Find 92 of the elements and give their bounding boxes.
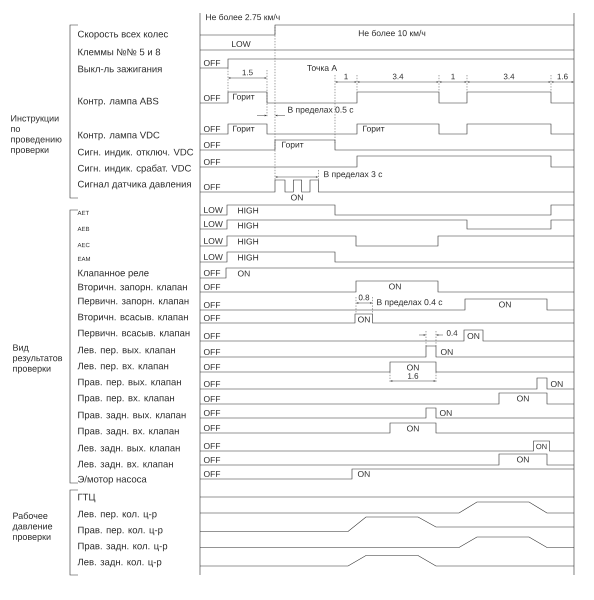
state-label: OFF (204, 410, 220, 416)
state-label: ON (517, 456, 529, 462)
state-label: ON (550, 381, 563, 387)
state-label: OFF (204, 284, 220, 290)
annotation-text: В пределах 0.5 с (288, 106, 354, 114)
state-label: Горит (363, 126, 384, 134)
signal-label: Клапанное реле (78, 270, 149, 278)
state-label: OFF (204, 333, 220, 339)
annotation-text: В пределах 3 с (324, 171, 382, 179)
dimension-label: 1.6 (408, 373, 418, 379)
signal-label: Прав. пер. вх. клапан (78, 394, 174, 404)
signal-label: Э/мотор насоса (78, 476, 147, 484)
signal-label: Лев. задн. вых. клапан (78, 444, 180, 454)
dimension-label: 1.5 (242, 70, 253, 76)
state-label: OFF (204, 159, 220, 165)
signal-label: Клеммы №№ 5 и 8 (78, 48, 160, 56)
state-label: ON (499, 302, 511, 308)
state-label: HIGH (238, 208, 258, 214)
state-label: LOW (232, 41, 251, 47)
state-label: OFF (204, 95, 220, 101)
state-label: OFF (204, 126, 220, 132)
dimension-label: 0.8 (358, 294, 370, 300)
signal-label: Сигн. индик. срабат. VDC (78, 164, 192, 174)
signal-label: Первичн. запорн. клапан (78, 298, 188, 306)
annotation-text: Точка А (307, 65, 338, 71)
state-label: Горит (233, 94, 254, 102)
state-label: OFF (204, 270, 220, 276)
state-label: Горит (233, 126, 254, 134)
signal-label: Лев. пер. кол. ц-р (78, 510, 157, 520)
state-label: ON (389, 284, 401, 290)
signal-label: Сигн. индик. отключ. VDC (78, 148, 194, 158)
state-label: ON (358, 471, 370, 477)
signal-label: Прав. пер. вых. клапан (78, 378, 181, 388)
signal-label: Лев. пер. вых. клапан (78, 346, 175, 356)
state-label: OFF (204, 184, 220, 190)
dimension-label: 3.4 (504, 74, 514, 80)
state-label: ON (291, 194, 303, 200)
state-label: ON (358, 316, 370, 322)
dimension-label: 1.6 (558, 74, 568, 80)
state-label: ON (440, 349, 453, 355)
state-label: OFF (204, 315, 220, 321)
group-label: Вид результатов проверки (13, 344, 62, 374)
signal-label: Прав. пер. кол. ц-р (78, 526, 162, 536)
state-label: ON (238, 270, 250, 276)
state-label: OFF (204, 364, 220, 370)
state-label: LOW (204, 238, 223, 244)
state-label: OFF (204, 443, 220, 449)
state-label: HIGH (238, 254, 258, 260)
state-label: LOW (204, 254, 223, 260)
annotation-text: Не более 2.75 км/ч (206, 14, 280, 20)
signal-label: Вторичн. всасыв. клапан (78, 314, 188, 322)
state-label: OFF (204, 457, 220, 463)
state-label: OFF (204, 381, 220, 387)
state-label: OFF (204, 425, 220, 431)
dimension-label: 0.4 (446, 330, 458, 336)
signal-label: Скорость всех колес (78, 30, 168, 40)
state-label: ON (407, 426, 419, 432)
signal-label: ГТЦ (78, 494, 96, 502)
state-label: OFF (204, 471, 220, 477)
signal-label: Прав. задн. вых. клапан (78, 412, 186, 420)
state-label: OFF (204, 396, 220, 402)
group-label: Инструкции по проведению проверки (11, 115, 62, 155)
dimension-label: 3.4 (392, 74, 404, 80)
state-label: ON (440, 410, 452, 416)
signal-label: Лев. задн. кол. ц-р (78, 558, 162, 568)
signal-label: Лев. пер. вх. клапан (78, 362, 168, 372)
state-label: LOW (204, 207, 223, 213)
signal-label: Вторичн. запорн. клапан (78, 284, 187, 292)
state-label: ON (517, 396, 529, 402)
signal-label: Контр. лампа VDC (78, 132, 160, 140)
signal-label: Лев. задн. вх. клапан (78, 460, 173, 470)
state-label: ON (407, 364, 419, 370)
state-label: OFF (204, 349, 220, 355)
group-label: Рабочее давление проверки (12, 512, 52, 542)
state-label: Горит (282, 142, 304, 150)
signal-label: Выкл-ль зажигания (78, 66, 162, 72)
state-label: OFF (204, 60, 220, 66)
state-label: OFF (204, 302, 220, 308)
signal-label: Контр. лампа ABS (78, 98, 158, 106)
signal-label: Прав. задн. вх. клапан (78, 428, 179, 436)
annotation-text: Не более 10 км/ч (358, 30, 426, 36)
state-label: ON (468, 333, 480, 339)
state-label: HIGH (238, 222, 258, 228)
state-label: OFF (204, 142, 220, 148)
dimension-label: 1 (451, 74, 455, 80)
signal-label: Первичн. всасыв. клапан (78, 330, 190, 338)
state-label: LOW (204, 221, 223, 227)
annotation-text: В пределах 0.4 с (377, 299, 442, 307)
state-label: HIGH (238, 238, 258, 244)
signal-label: Прав. задн. кол. ц-р (78, 542, 168, 552)
signal-label: Сигнал датчика давления (78, 180, 191, 190)
dimension-label: 1 (344, 74, 348, 80)
